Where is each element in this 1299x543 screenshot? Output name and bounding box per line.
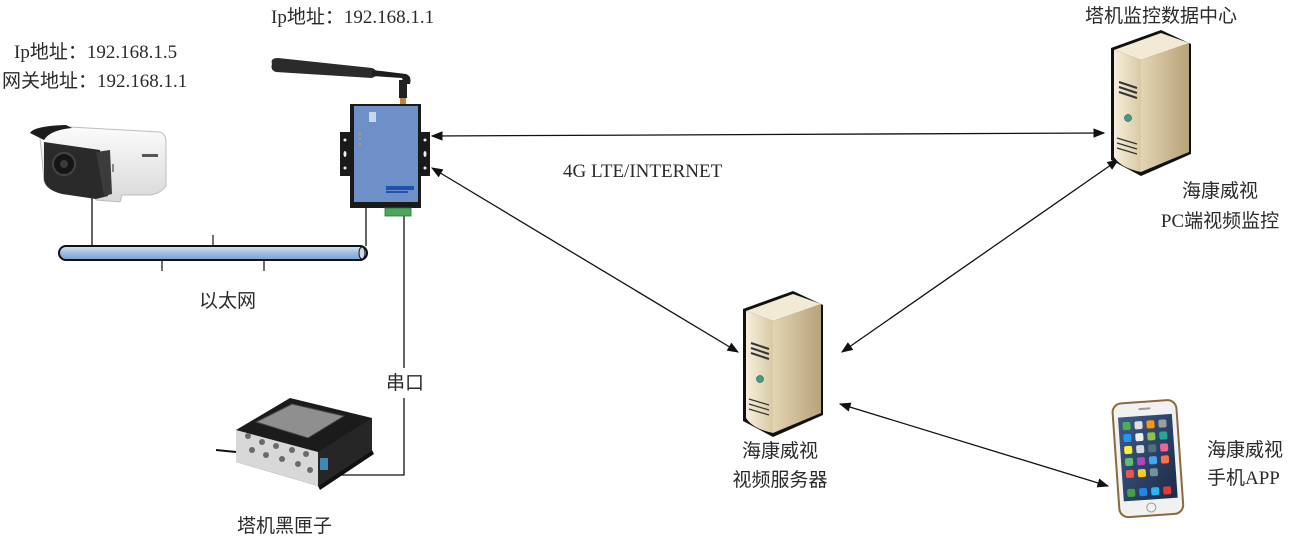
arrow-router-videoserver: [430, 167, 740, 353]
data-center-title: 塔机监控数据中心: [1085, 6, 1238, 27]
server-tower-icon: [1111, 30, 1191, 176]
video-server-label: 海康威视 视频服务器: [710, 440, 850, 493]
camera-ip-label: Ip地址：192.168.1.5: [14, 42, 178, 63]
pc-client-line1: 海康威视: [1181, 181, 1258, 202]
black-box-label: 塔机黑匣子: [237, 516, 333, 537]
pc-client-label: 海康威视 PC端视频监控: [1150, 180, 1290, 234]
router-ip-label: Ip地址：192.168.1.1: [271, 7, 435, 28]
mobile-app-line2: 手机APP: [1207, 468, 1280, 489]
smartphone-icon: [1111, 399, 1185, 519]
mobile-app-label: 海康威视 手机APP: [1207, 439, 1283, 491]
arrow-router-datacenter: [430, 128, 1106, 141]
ip-camera-icon: [30, 125, 167, 203]
arrow-videoserver-datacenter: [841, 159, 1119, 353]
video-server-line2: 视频服务器: [732, 470, 828, 491]
4g-router-icon: [271, 58, 430, 217]
server-tower-icon: [743, 291, 823, 437]
arrow-videoserver-phone: [838, 402, 1110, 488]
serial-port-label: 串口: [384, 372, 427, 396]
mobile-app-line1: 海康威视: [1207, 440, 1284, 461]
serial-line: [338, 398, 405, 476]
pc-client-line2: PC端视频监控: [1160, 211, 1280, 232]
network-label: 4G LTE/INTERNET: [563, 161, 723, 182]
video-server-line1: 海康威视: [741, 441, 818, 462]
camera-gateway-label: 网关地址：192.168.1.1: [2, 71, 188, 92]
black-box-device-icon: [215, 398, 374, 490]
ethernet-label: 以太网: [199, 291, 257, 312]
ethernet-bus: [58, 245, 368, 261]
connection-lines: [91, 128, 1119, 488]
